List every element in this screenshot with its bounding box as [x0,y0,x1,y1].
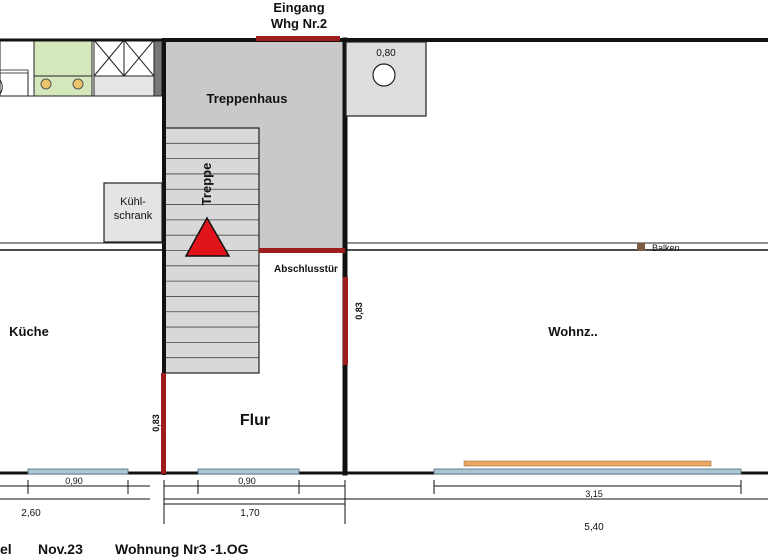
closing-door [259,248,345,253]
entrance-label-2: Whg Nr.2 [271,16,327,31]
door-living-width: 0,83 [354,302,364,320]
dim-kitchen: 2,60 [21,508,41,519]
window-kitchen [27,468,129,475]
window-living [433,468,742,475]
dimension-lines [0,480,768,524]
fridge [103,182,163,243]
beam-marker [637,243,645,251]
footer-date: Nov.23 [38,541,83,557]
stairs-up-arrow [184,216,231,257]
kitchen-label: Küche [9,324,49,339]
window-living-width: 3,15 [585,489,603,499]
stair-steps [164,142,259,359]
dim-living: 5,40 [584,522,604,533]
fridge-label-2: schrank [114,210,153,222]
entrance-label-1: Eingang [273,0,324,15]
door-kitchen-width: 0,83 [151,414,161,432]
window-kitchen-width: 0,90 [65,476,83,486]
radiator [463,460,712,467]
shaft-size-label: 0,80 [376,48,396,59]
dim-hall: 1,70 [240,508,260,519]
hall-label: Flur [240,412,270,429]
kitchen-cabinets [0,39,163,97]
entrance-door [256,36,340,41]
window-hall-width: 0,90 [238,476,256,486]
window-hall [197,468,300,475]
closing-door-label: Abschlusstür [274,264,338,275]
door-kitchen [161,373,166,474]
shaft-circle [372,63,396,87]
living-label: Wohnz.. [548,324,598,339]
stairs-label: Treppe [199,163,214,206]
stairwell-label: Treppenhaus [207,91,288,106]
footer-title: Wohnung Nr3 -1.OG [115,541,249,557]
footer-prefix: el [0,541,12,557]
fridge-label-1: Kühl- [120,196,146,208]
door-living [343,277,348,365]
beam-label: Balken [652,243,680,253]
